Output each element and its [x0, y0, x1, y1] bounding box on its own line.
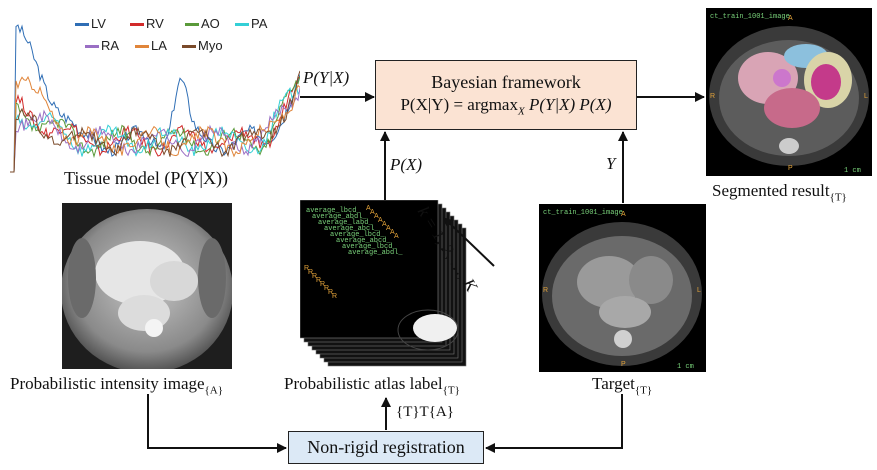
tissue-curve [10, 76, 300, 173]
atlas-orient-marker: A [366, 205, 371, 212]
legend-swatch-ao [185, 23, 199, 27]
result-name-label: ct_train_1001_image [710, 13, 790, 21]
tissue-model-plot [10, 24, 300, 173]
atlas-orient-marker: R [316, 277, 321, 284]
non-rigid-registration-box: Non-rigid registration [288, 431, 484, 464]
atlas-slice-label: average_lbcd_ [306, 207, 361, 215]
arrow-k-iterate [443, 217, 495, 267]
target-caption: Target{T} [592, 374, 653, 397]
atlas-orient-marker: A [394, 233, 399, 240]
result-orient-top: A [788, 15, 793, 22]
tissue-curve [10, 75, 300, 173]
atlas-slice-label: average_lbcd_ [342, 243, 397, 251]
atlas-orient-marker: A [386, 225, 391, 232]
probabilistic-atlas-caption: Probabilistic atlas label{T} [284, 374, 460, 397]
tissue-curve [10, 24, 300, 173]
legend-swatch-myo [182, 45, 196, 49]
atlas-orient-marker: R [332, 293, 337, 300]
target-image: ct_train_1001_image A R L P 1 cm [539, 204, 706, 372]
legend-swatch-rv [130, 23, 144, 27]
transform-label: {T}T{A} [396, 404, 454, 420]
legend-swatch-lv [75, 23, 89, 27]
legend-item-la: LA [135, 38, 167, 53]
atlas-orient-marker: R [320, 281, 325, 288]
result-orient-left: R [710, 93, 715, 100]
non-rigid-registration-label: Non-rigid registration [307, 437, 465, 457]
atlas-slice-label: average_abdl_ [348, 249, 403, 257]
atlas-slice-label: average_labd_ [318, 219, 373, 227]
bayesian-framework-title: Bayesian framework [431, 72, 581, 93]
target-y-label: Y [606, 154, 616, 173]
target-orient-top: A [621, 211, 626, 218]
atlas-slice-label: average_lbcd_ [330, 231, 385, 239]
legend-item-myo: Myo [182, 38, 223, 53]
target-orient-right: L [697, 287, 701, 294]
atlas-orient-marker: R [328, 289, 333, 296]
atlas-orient-marker: R [324, 285, 329, 292]
target-orient-bottom: P [621, 361, 626, 368]
atlas-orient-marker: R [312, 273, 317, 280]
tissue-curve [10, 70, 300, 173]
atlas-orient-marker: A [370, 209, 375, 216]
probabilistic-intensity-image [62, 203, 232, 369]
arrow-intensity-to-registration [147, 394, 287, 453]
legend-swatch-pa [235, 23, 249, 27]
formula-lhs: P(X|Y) = argmax [400, 95, 518, 115]
tissue-curve [10, 87, 300, 173]
result-orient-right: L [864, 93, 868, 100]
result-orient-bottom: P [788, 165, 793, 172]
atlas-orient-marker: A [382, 221, 387, 228]
formula-rhs: P(Y|X) P(X) [528, 95, 612, 115]
tissue-model-caption: Tissue model (P(Y|X)) [64, 168, 228, 188]
tissue-curve [10, 84, 300, 173]
atlas-slice-label: average_abdl_ [312, 213, 367, 221]
legend-item-ao: AO [185, 16, 220, 31]
probabilistic-intensity-caption: Probabilistic intensity image{A} [10, 374, 224, 397]
target-orient-left: R [543, 287, 548, 294]
prior-label: P(X) [390, 155, 423, 174]
legend-swatch-ra [85, 45, 99, 49]
atlas-slice-label: average_abcd_ [336, 237, 391, 245]
atlas-orient-marker: R [308, 269, 313, 276]
legend-item-pa: PA [235, 16, 267, 31]
atlas-orient-marker: R [304, 265, 309, 272]
target-scale: 1 cm [677, 363, 694, 371]
segmented-result-image: ct_train_1001_image A R L P 1 cm [706, 8, 872, 176]
bayesian-framework-box: Bayesian framework P(X|Y) = argmaxX P(Y|… [375, 60, 637, 130]
tissue-model-legend: LV RV AO PA RA LA Myo [75, 16, 275, 56]
legend-swatch-la [135, 45, 149, 49]
likelihood-label: P(Y|X) [303, 68, 350, 87]
atlas-orient-marker: A [378, 217, 383, 224]
result-scale: 1 cm [844, 167, 861, 175]
atlas-orient-marker: A [390, 229, 395, 236]
arrow-target-to-registration [485, 394, 623, 453]
bayesian-formula: P(X|Y) = argmaxX P(Y|X) P(X) [400, 95, 611, 117]
target-name-label: ct_train_1001_image [543, 209, 623, 217]
legend-item-rv: RV [130, 16, 164, 31]
atlas-orient-marker: A [374, 213, 379, 220]
segmented-result-caption: Segmented result{T} [712, 181, 847, 204]
legend-item-lv: LV [75, 16, 106, 31]
tissue-curve [10, 76, 300, 173]
formula-argmax-sub: X [517, 105, 525, 118]
probabilistic-atlas-stack: average_lbcd_average_abdl_average_labd_a… [300, 200, 467, 367]
legend-item-ra: RA [85, 38, 119, 53]
atlas-slice-label: average_abcl_ [324, 225, 379, 233]
